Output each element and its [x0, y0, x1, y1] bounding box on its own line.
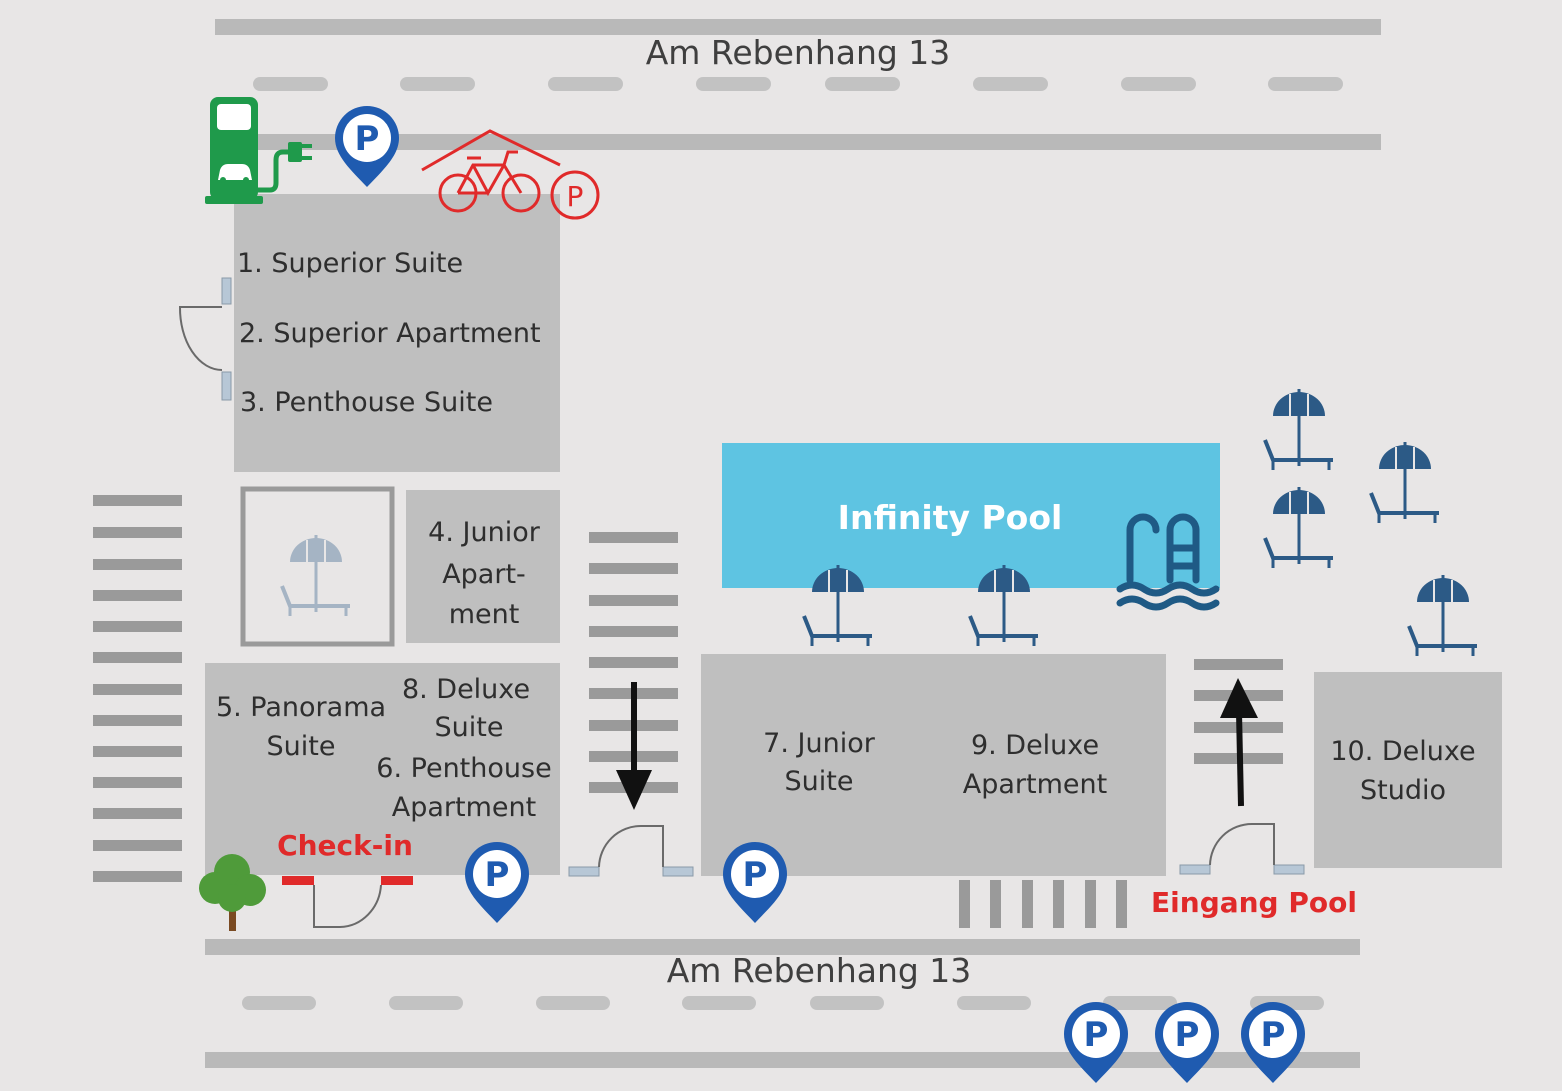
umbrella-lounger-icon [1407, 573, 1479, 658]
room-8-line1: 8. Deluxe [402, 674, 530, 705]
top-road-dashes [253, 77, 1343, 91]
room-9-line1: 9. Deluxe [971, 730, 1099, 761]
parking-pin-icon [335, 106, 399, 187]
room-8-line2: Suite [435, 712, 504, 743]
room-4-line1: 4. Junior [428, 517, 541, 548]
building-main [234, 194, 560, 472]
door-icon [178, 277, 232, 401]
bottom-street-name: Am Rebenhang 13 [667, 951, 972, 990]
room-10-line1: 10. Deluxe [1330, 736, 1475, 767]
building-4 [406, 490, 560, 643]
room-4-line2: Apart- [442, 559, 526, 590]
arrow-up-icon [1220, 678, 1258, 807]
vertical-crosswalk [959, 880, 1127, 928]
door-icon [1179, 823, 1305, 875]
left-crosswalk [93, 495, 182, 882]
bike-parking-letter: P [567, 180, 584, 213]
checkin-label: Check-in [277, 829, 413, 862]
pool-entrance-label: Eingang Pool [1151, 886, 1357, 919]
bottom-road-dashes [242, 996, 1324, 1010]
umbrella-lounger-icon [1263, 387, 1335, 472]
parking-pin-icon [1155, 1002, 1219, 1083]
room-1-label: 1. Superior Suite [237, 248, 463, 279]
building-5-8-6 [205, 663, 560, 875]
room-5-line2: Suite [267, 731, 336, 762]
room-9-line2: Apartment [963, 769, 1107, 800]
ev-charger-icon [205, 97, 312, 204]
building-10 [1314, 672, 1502, 868]
parking-pin-icon [465, 842, 529, 923]
pool-ladder-icon [1116, 513, 1220, 611]
pool-label: Infinity Pool [838, 498, 1063, 537]
door-icon [282, 876, 413, 928]
parking-pin-icon [1064, 1002, 1128, 1083]
room-2-label: 2. Superior Apartment [239, 318, 541, 349]
room-4-line3: ment [449, 599, 520, 630]
umbrella-lounger-icon [1369, 440, 1441, 525]
tree-icon [199, 854, 266, 931]
arrow-down-icon [616, 682, 652, 810]
room-3-label: 3. Penthouse Suite [240, 387, 493, 418]
parking-pin-icon [1241, 1002, 1305, 1083]
umbrella-lounger-icon [1263, 485, 1335, 570]
room-7-line1: 7. Junior [763, 728, 876, 759]
top-street-name: Am Rebenhang 13 [646, 33, 951, 72]
bottom-road [205, 939, 1360, 1068]
room-10-line2: Studio [1360, 775, 1446, 806]
building-7-9 [701, 654, 1166, 876]
bike-parking-icon: P [421, 129, 600, 220]
room-6-line2: Apartment [392, 792, 536, 823]
room-6-line1: 6. Penthouse [376, 753, 551, 784]
umbrella-lounger-icon [280, 533, 352, 618]
courtyard [240, 486, 395, 647]
room-5-line1: 5. Panorama [216, 692, 386, 723]
room-7-line2: Suite [785, 766, 854, 797]
parking-pin-icon [723, 842, 787, 923]
door-icon [568, 825, 694, 877]
